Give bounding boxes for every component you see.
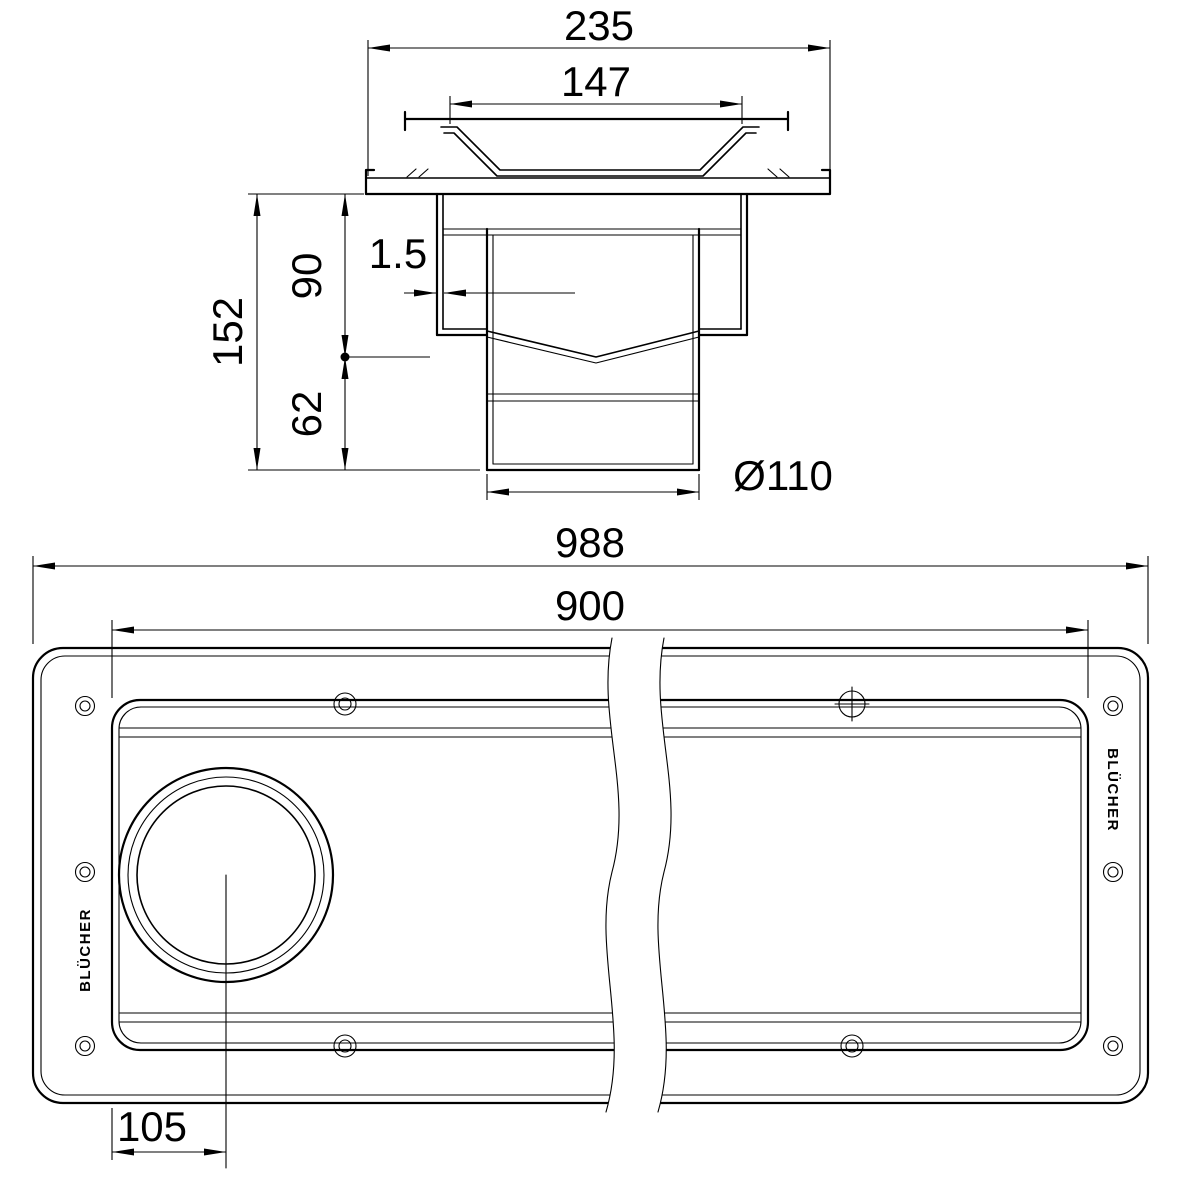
brand-label-left: BLÜCHER — [77, 908, 94, 992]
grate-ledge-lines-top — [118, 727, 1082, 738]
fastener-rail-bottom-right — [840, 1034, 864, 1058]
dim-label-outlet-offset: 105 — [117, 1103, 187, 1150]
screw-flange-bottom-left — [74, 1035, 96, 1057]
dim-outlet-diameter-extensions — [486, 474, 700, 500]
dim-label-outlet-diameter: Ø110 — [733, 452, 833, 499]
break-lines — [605, 637, 672, 1113]
channel-frame-inner — [118, 706, 1082, 1044]
grate-ledge-lines-bottom — [118, 1012, 1082, 1023]
body-inner-walls — [442, 193, 742, 330]
fastener-rail-top-left — [333, 692, 357, 716]
break-line-right — [657, 637, 672, 1113]
dim-channel-length-extensions — [111, 620, 1089, 698]
dim-outlet-diameter: Ø110 — [486, 452, 833, 500]
dim-flange-width-extensions — [367, 40, 831, 176]
weld-marks — [406, 168, 790, 178]
dim-label-overall-length: 988 — [555, 519, 625, 566]
break-line-left — [605, 637, 620, 1113]
screw-flange-top-left — [74, 695, 96, 717]
outlet-pipe-inner-walls — [492, 234, 694, 465]
dim-label-body-height: 90 — [283, 253, 330, 300]
strainer-bowl-outer — [440, 126, 760, 171]
dim-overall-length-extensions — [32, 556, 1149, 644]
channel-frame-outer — [110, 698, 1090, 1052]
body-outer-walls — [435, 192, 749, 337]
body-outline-inner — [40, 655, 1141, 1096]
screw-flange-top-right — [1102, 695, 1124, 717]
break-band-mask — [605, 638, 672, 1112]
section-view: 235 147 152 90 62 1.5 — [204, 2, 833, 500]
body-outline-outer — [31, 646, 1150, 1105]
brand-label-right: BLÜCHER — [1104, 748, 1121, 832]
screw-flange-mid-left — [74, 861, 96, 883]
fasteners — [74, 686, 1124, 1058]
dim-overall-length: 988 — [32, 519, 1149, 644]
dim-body-height: 90 — [283, 194, 349, 357]
funnel-bottom — [486, 330, 700, 358]
dim-label-channel-length: 900 — [555, 582, 625, 629]
dim-outlet-offset: 105 — [111, 1103, 226, 1160]
dim-label-total-height: 152 — [204, 297, 251, 367]
fastener-rail-bottom-left — [333, 1034, 357, 1058]
pipe-joint-lines — [486, 393, 700, 402]
dim-label-flange-width: 235 — [564, 2, 634, 49]
dim-label-material-thickness: 1.5 — [369, 230, 427, 277]
dim-label-grate-width: 147 — [561, 58, 631, 105]
flange-profile — [364, 168, 832, 196]
dim-flange-width: 235 — [367, 2, 831, 176]
screw-phillips-rail-top-right — [834, 686, 870, 722]
plan-view: BLÜCHER BLÜCHER 988 900 105 — [31, 519, 1150, 1169]
screw-flange-mid-right — [1102, 861, 1124, 883]
dim-outlet-height: 62 — [283, 352, 430, 470]
dim-label-outlet-height: 62 — [283, 391, 330, 438]
plan-geometry: BLÜCHER BLÜCHER — [31, 646, 1150, 1169]
strainer-bowl-inner — [443, 132, 757, 177]
funnel-bottom-inner — [486, 336, 700, 364]
section-geometry — [364, 110, 832, 472]
dim-total-height: 152 — [204, 193, 480, 471]
screw-flange-bottom-right — [1102, 1035, 1124, 1057]
dim-grate-width: 147 — [449, 58, 743, 124]
grate-top-profile — [403, 110, 790, 132]
dim-channel-length: 900 — [111, 582, 1089, 698]
outlet-pipe-walls — [485, 227, 701, 472]
dim-material-thickness: 1.5 — [369, 230, 575, 297]
